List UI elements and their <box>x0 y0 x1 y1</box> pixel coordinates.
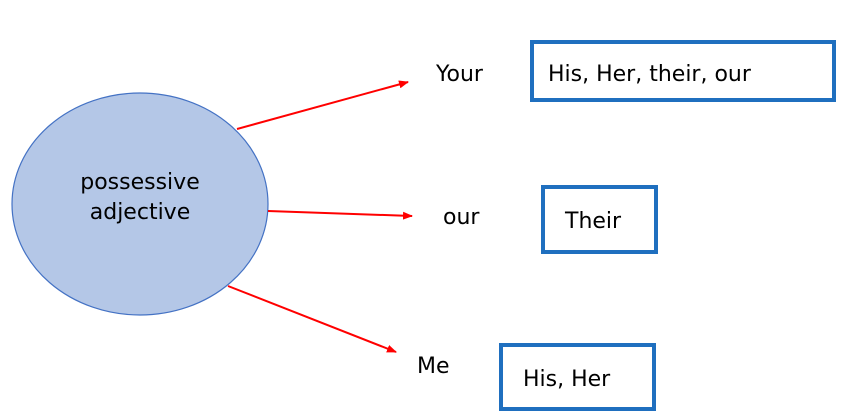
center-label-line2: adjective <box>89 200 191 225</box>
branch-label-your: Your <box>436 62 483 87</box>
arrow-to-our <box>267 210 413 220</box>
answer-text-our: Their <box>565 209 622 234</box>
branch-label-me: Me <box>417 354 450 379</box>
answer-box-me: His, Her <box>499 343 656 411</box>
branch-label-our: our <box>443 205 480 230</box>
center-ellipse <box>11 92 269 316</box>
answer-box-our: Their <box>541 185 658 254</box>
answer-text-your: His, Her, their, our <box>548 62 751 87</box>
arrow-to-me <box>227 285 397 353</box>
answer-box-your: His, Her, their, our <box>530 40 836 102</box>
center-label: possessive adjective <box>40 168 240 228</box>
arrow-to-your <box>236 80 409 130</box>
center-label-line1: possessive <box>80 170 200 195</box>
answer-text-me: His, Her <box>523 367 611 392</box>
